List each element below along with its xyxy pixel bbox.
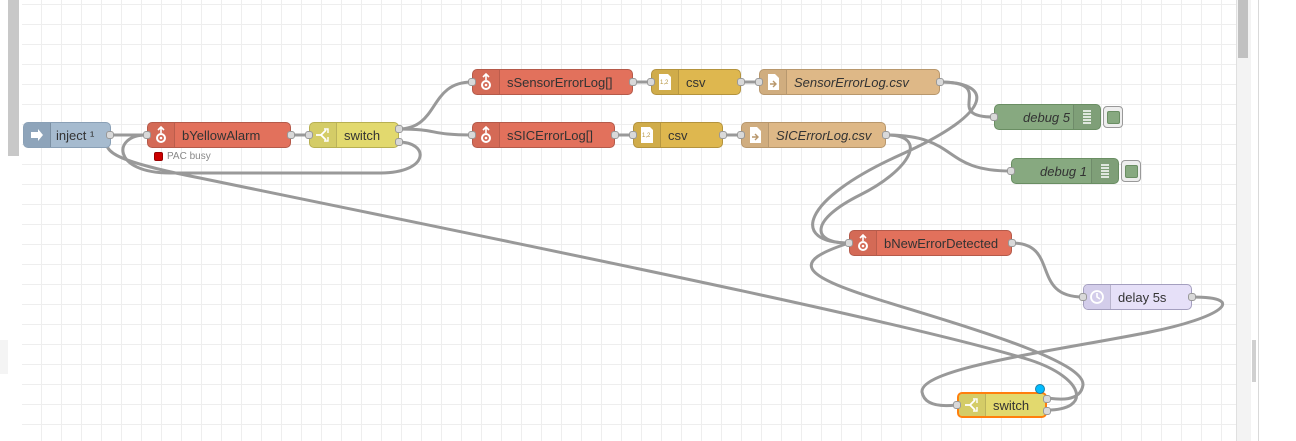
- debug5-toggle-button[interactable]: [1103, 106, 1123, 128]
- switch-top-input-port[interactable]: [305, 131, 313, 139]
- sidebar-resize-handle[interactable]: [1252, 340, 1256, 382]
- sensorerrorlog-file-label: SensorErrorLog.csv: [794, 74, 909, 90]
- workspace-vertical-scrollbar[interactable]: [1236, 0, 1251, 441]
- csv-top-input-port[interactable]: [647, 78, 655, 86]
- ssensorerrorlog-label: sSensorErrorLog[]: [507, 74, 613, 90]
- delay-node[interactable]: delay 5s: [1083, 284, 1192, 310]
- debug5-input-port[interactable]: [990, 113, 998, 121]
- ssicerrorlog-node[interactable]: sSICErrorLog[]: [472, 122, 615, 148]
- switch-top-output-port-1[interactable]: [395, 125, 403, 133]
- inject-node-label: inject ¹: [56, 127, 95, 143]
- debug1-toggle-icon: [1124, 164, 1138, 178]
- inject-node[interactable]: inject ¹: [23, 122, 111, 148]
- bnewerrordetected-input-port[interactable]: [845, 239, 853, 247]
- wire: [920, 295, 1225, 408]
- csv-mid-label: csv: [668, 127, 688, 143]
- palette-scrollbar-thumb[interactable]: [8, 0, 19, 156]
- switch-bottom-label: switch: [993, 397, 1030, 413]
- debug5-label: debug 5: [1023, 109, 1070, 125]
- function-gear-icon: [148, 123, 175, 147]
- node-changed-indicator: [1035, 384, 1045, 394]
- sicerrorlog-file-input-port[interactable]: [737, 131, 745, 139]
- function-gear-icon: [850, 231, 877, 255]
- inject-arrow-icon: [24, 123, 51, 147]
- csv-node-top[interactable]: 1,2 csv: [651, 69, 741, 95]
- file-out-icon: [760, 70, 787, 94]
- switch-top-output-port-2[interactable]: [395, 138, 403, 146]
- debug1-input-port[interactable]: [1007, 167, 1015, 175]
- byellowalarm-status-text: PAC busy: [167, 151, 211, 162]
- wire: [811, 80, 979, 245]
- switch-bottom-output-port-2[interactable]: [1043, 407, 1051, 415]
- ssicerrorlog-input-port[interactable]: [468, 131, 476, 139]
- bnewerrordetected-output-port[interactable]: [1008, 239, 1016, 247]
- wire: [397, 127, 473, 137]
- switch-fork-icon: [959, 394, 986, 416]
- byellowalarm-node[interactable]: bYellowAlarm: [147, 122, 291, 148]
- debug-list-icon: [1073, 105, 1100, 129]
- debug1-node[interactable]: debug 1: [1011, 158, 1119, 184]
- sicerrorlog-file-node[interactable]: SICErrorLog.csv: [741, 122, 886, 148]
- sicerrorlog-file-label: SICErrorLog.csv: [776, 127, 872, 143]
- switch-fork-icon: [310, 123, 337, 147]
- debug1-label: debug 1: [1040, 163, 1087, 179]
- switch-bottom-input-port[interactable]: [953, 401, 961, 409]
- bnewerrordetected-node[interactable]: bNewErrorDetected: [849, 230, 1012, 256]
- byellowalarm-output-port[interactable]: [287, 131, 295, 139]
- switch-bottom-output-port-1[interactable]: [1043, 395, 1051, 403]
- status-error-dot: [154, 152, 163, 161]
- byellowalarm-label: bYellowAlarm: [182, 127, 261, 143]
- wire: [810, 241, 1085, 401]
- ssensorerrorlog-output-port[interactable]: [629, 78, 637, 86]
- switch-top-label: switch: [344, 127, 381, 143]
- csv-icon-text: 1,2: [642, 133, 651, 139]
- ssensorerrorlog-input-port[interactable]: [468, 78, 476, 86]
- sensorerrorlog-file-input-port[interactable]: [755, 78, 763, 86]
- csv-icon-text: 1,2: [660, 80, 669, 86]
- byellowalarm-input-port[interactable]: [143, 131, 151, 139]
- ssicerrorlog-label: sSICErrorLog[]: [507, 127, 593, 143]
- debug5-toggle-icon: [1106, 110, 1120, 124]
- wire: [397, 80, 473, 131]
- sensorerrorlog-file-output-port[interactable]: [936, 78, 944, 86]
- function-gear-icon: [473, 70, 500, 94]
- wire: [819, 133, 912, 245]
- csv-1-2-icon: 1,2: [634, 123, 661, 147]
- debug-list-icon: [1091, 159, 1118, 183]
- sidebar-separator[interactable]: [1258, 0, 1259, 441]
- delay-label: delay 5s: [1118, 289, 1167, 305]
- workspace-vertical-scrollbar-thumb[interactable]: [1238, 0, 1248, 58]
- switch-node-bottom[interactable]: switch: [957, 392, 1047, 418]
- wire: [1011, 241, 1084, 299]
- csv-1-2-icon: 1,2: [652, 70, 679, 94]
- inject-output-port[interactable]: [106, 131, 114, 139]
- csv-mid-output-port[interactable]: [719, 131, 727, 139]
- switch-node-top[interactable]: switch: [309, 122, 399, 148]
- debug1-toggle-button[interactable]: [1121, 160, 1141, 182]
- csv-top-label: csv: [686, 74, 706, 90]
- csv-top-output-port[interactable]: [737, 78, 745, 86]
- csv-node-mid[interactable]: 1,2 csv: [633, 122, 723, 148]
- wire: [885, 133, 1012, 173]
- csv-mid-input-port[interactable]: [629, 131, 637, 139]
- sicerrorlog-file-output-port[interactable]: [882, 131, 890, 139]
- timer-icon: [1084, 285, 1111, 309]
- byellowalarm-status: PAC busy: [154, 151, 211, 162]
- palette-resize-handle[interactable]: [0, 340, 8, 374]
- function-gear-icon: [473, 123, 500, 147]
- debug5-node[interactable]: debug 5: [994, 104, 1101, 130]
- ssensorerrorlog-node[interactable]: sSensorErrorLog[]: [472, 69, 633, 95]
- file-out-icon: [742, 123, 769, 147]
- bnewerrordetected-label: bNewErrorDetected: [884, 235, 999, 251]
- ssicerrorlog-output-port[interactable]: [611, 131, 619, 139]
- sensorerrorlog-file-node[interactable]: SensorErrorLog.csv: [759, 69, 940, 95]
- delay-input-port[interactable]: [1079, 293, 1087, 301]
- wire: [105, 134, 1078, 412]
- delay-output-port[interactable]: [1188, 293, 1196, 301]
